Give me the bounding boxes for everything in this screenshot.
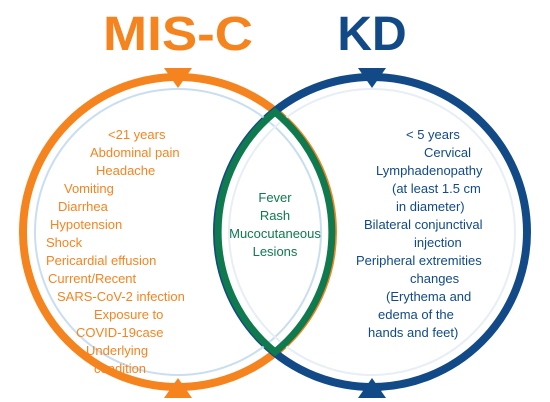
mis-c-feature: SARS-CoV-2 infection xyxy=(57,289,185,304)
kd-feature: (at least 1.5 cm xyxy=(392,181,481,196)
kd-title: KD xyxy=(337,8,406,61)
kd-feature: injection xyxy=(414,235,462,250)
kd-feature: hands and feet) xyxy=(368,325,458,340)
mis-c-feature: Shock xyxy=(46,235,83,250)
kd-feature: edema of the xyxy=(378,307,454,322)
kd-feature: Peripheral extremities xyxy=(356,253,482,268)
shared-feature: Lesions xyxy=(253,244,298,259)
kd-feature: Bilateral conjunctival xyxy=(364,217,483,232)
shared-feature: Mucocutaneous xyxy=(229,226,321,241)
kd-feature: (Erythema and xyxy=(386,289,471,304)
mis-c-title: MIS-C xyxy=(103,8,253,61)
mis-c-feature: Pericardial effusion xyxy=(46,253,156,268)
mis-c-feature: Underlying xyxy=(86,343,148,358)
overlap-lens xyxy=(214,107,336,357)
mis-c-feature: condition xyxy=(94,361,146,376)
shared-feature: Rash xyxy=(260,208,290,223)
mis-c-feature: Hypotension xyxy=(50,217,122,232)
kd-bottom-triangle-icon xyxy=(358,378,386,398)
kd-feature: changes xyxy=(410,271,460,286)
mis-c-feature: <21 years xyxy=(108,127,166,142)
mis-c-feature: Abdominal pain xyxy=(90,145,180,160)
kd-top-triangle-icon xyxy=(358,68,386,88)
mis-c-feature: Headache xyxy=(96,163,155,178)
mis-c-feature: Diarrhea xyxy=(58,199,109,214)
kd-feature: Lymphadenopathy xyxy=(376,163,483,178)
mis-c-top-triangle-icon xyxy=(164,68,192,88)
mis-c-bottom-triangle-icon xyxy=(164,378,192,398)
mis-c-feature: Current/Recent xyxy=(48,271,137,286)
mis-c-feature: Vomiting xyxy=(64,181,114,196)
kd-feature: Cervical xyxy=(424,145,471,160)
kd-feature: < 5 years xyxy=(406,127,460,142)
kd-inner-ring xyxy=(228,88,516,376)
mis-c-feature: COVID-19case xyxy=(76,325,163,340)
mis-c-feature: Exposure to xyxy=(94,307,163,322)
shared-feature: Fever xyxy=(258,190,292,205)
kd-feature: in diameter) xyxy=(396,199,465,214)
mis-c-inner-ring xyxy=(34,88,322,376)
